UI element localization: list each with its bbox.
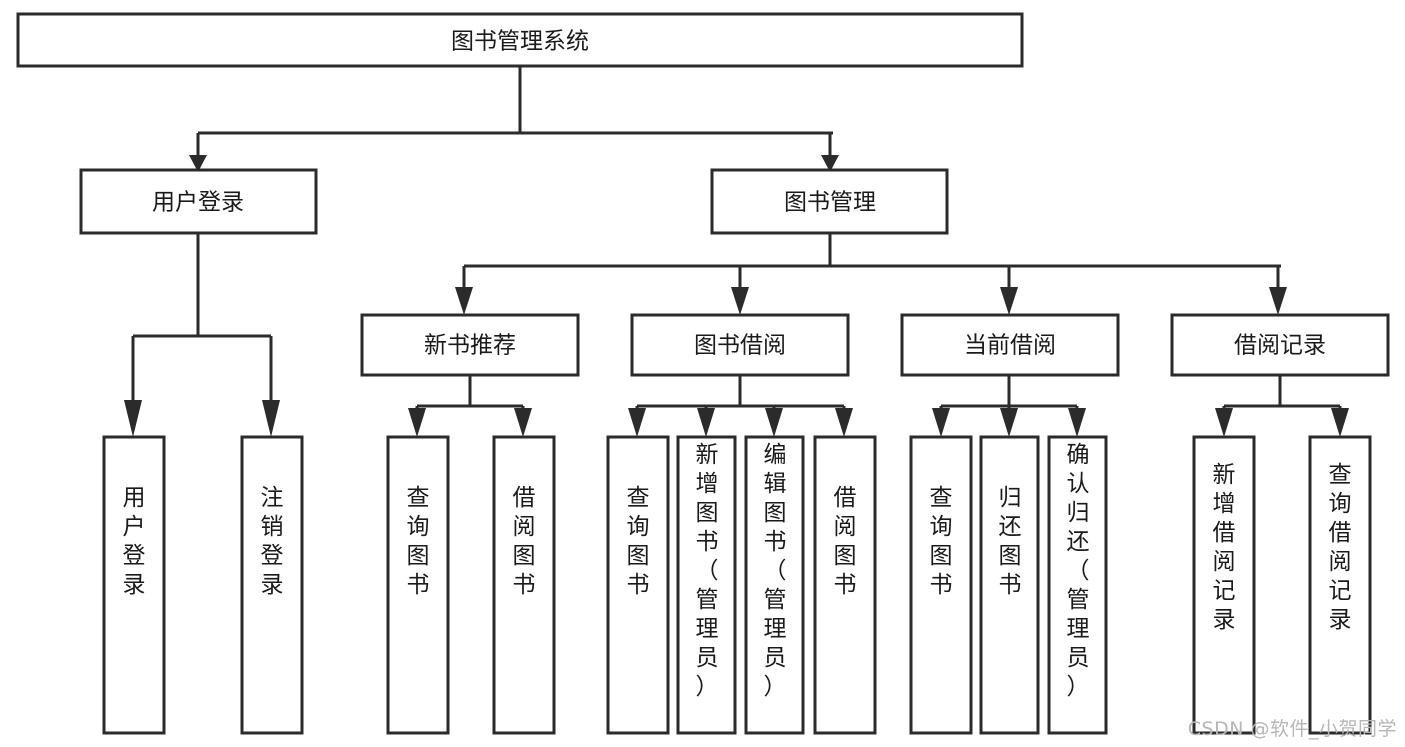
node-leaf-return-book-label: 归还图书 xyxy=(999,485,1022,598)
arrow-head-user-login xyxy=(189,155,207,172)
node-book-borrow-box[interactable] xyxy=(630,313,850,377)
node-leaf-borrow-book-2[interactable]: 借阅图书 xyxy=(813,435,877,735)
node-leaf-user-login[interactable]: 用户登录 xyxy=(102,435,166,735)
node-leaf-return-book[interactable]: 归还图书 xyxy=(979,435,1040,735)
node-leaf-add-record-label: 新增借阅记录 xyxy=(1213,462,1236,633)
arrow-head-leaf-borrow-book-2 xyxy=(835,408,853,437)
arrow-head-leaf-query-book-2 xyxy=(628,408,646,437)
arrow-head-leaf-add-record xyxy=(1215,408,1233,437)
node-leaf-borrow-book-1[interactable]: 借阅图书 xyxy=(492,435,556,735)
node-leaf-query-book-1[interactable]: 查询图书 xyxy=(386,435,450,735)
node-leaf-edit-book[interactable]: 编辑图书（管理员） xyxy=(744,435,805,735)
node-leaf-query-book-2[interactable]: 查询图书 xyxy=(606,435,670,735)
node-leaf-user-login-label: 用户登录 xyxy=(123,485,146,598)
node-root-label: 图书管理系统 xyxy=(451,29,589,55)
node-leaf-confirm-return-box[interactable] xyxy=(1047,435,1108,735)
node-leaf-user-login-box[interactable] xyxy=(102,435,166,735)
node-book-borrow-label: 图书借阅 xyxy=(694,333,786,359)
node-leaf-user-logout-label: 注销登录 xyxy=(261,485,284,598)
node-leaf-borrow-book-1-box[interactable] xyxy=(492,435,556,735)
node-book-manage[interactable]: 图书管理 xyxy=(710,168,949,235)
node-leaf-add-book-label: 新增图书（管理员） xyxy=(696,442,719,700)
node-leaf-user-logout-box[interactable] xyxy=(240,435,304,735)
node-root[interactable]: 图书管理系统 xyxy=(16,12,1024,68)
node-current-borrow-box[interactable] xyxy=(900,313,1120,377)
node-current-borrow[interactable]: 当前借阅 xyxy=(900,313,1120,377)
node-leaf-edit-book-box[interactable] xyxy=(744,435,805,735)
arrow-head-leaf-add-book xyxy=(697,408,715,437)
node-leaf-query-book-1-box[interactable] xyxy=(386,435,450,735)
node-leaf-confirm-return[interactable]: 确认归还（管理员） xyxy=(1047,435,1108,735)
node-borrow-record[interactable]: 借阅记录 xyxy=(1170,313,1390,377)
arrow-head-leaf-query-record xyxy=(1331,408,1349,437)
connectors-layer xyxy=(124,66,1349,437)
node-leaf-query-book-3-box[interactable] xyxy=(909,435,973,735)
node-leaf-user-logout[interactable]: 注销登录 xyxy=(240,435,304,735)
arrow-head-leaf-user-logout xyxy=(262,400,280,437)
node-new-book-recommend[interactable]: 新书推荐 xyxy=(360,313,580,377)
node-leaf-query-record[interactable]: 查询借阅记录 xyxy=(1308,435,1372,735)
node-book-manage-box[interactable] xyxy=(710,168,949,235)
node-leaf-query-record-label: 查询借阅记录 xyxy=(1329,462,1352,633)
node-current-borrow-label: 当前借阅 xyxy=(964,333,1056,359)
node-leaf-query-book-2-box[interactable] xyxy=(606,435,670,735)
node-leaf-add-record-box[interactable] xyxy=(1192,435,1256,735)
node-new-book-recommend-label: 新书推荐 xyxy=(424,333,516,359)
node-user-login[interactable]: 用户登录 xyxy=(79,168,318,235)
arrow-head-book-manage xyxy=(821,155,839,172)
arrow-head-leaf-confirm-return xyxy=(1068,408,1086,437)
node-leaf-query-book-2-label: 查询图书 xyxy=(627,485,650,598)
node-user-login-label: 用户登录 xyxy=(152,190,244,216)
node-leaf-query-book-3[interactable]: 查询图书 xyxy=(909,435,973,735)
node-leaf-query-book-1-label: 查询图书 xyxy=(407,485,430,598)
node-user-login-box[interactable] xyxy=(79,168,318,235)
node-book-manage-label: 图书管理 xyxy=(784,190,876,216)
node-root-box[interactable] xyxy=(16,12,1024,68)
node-borrow-record-box[interactable] xyxy=(1170,313,1390,377)
node-leaf-borrow-book-2-label: 借阅图书 xyxy=(834,485,857,598)
node-new-book-recommend-box[interactable] xyxy=(360,313,580,377)
node-leaf-return-book-box[interactable] xyxy=(979,435,1040,735)
arrow-head-leaf-return-book xyxy=(1000,408,1018,437)
arrow-head-leaf-user-login xyxy=(124,400,142,437)
node-leaf-edit-book-label: 编辑图书（管理员） xyxy=(764,442,787,700)
node-leaf-add-record[interactable]: 新增借阅记录 xyxy=(1192,435,1256,735)
arrow-head-leaf-query-book-1 xyxy=(408,408,426,437)
arrow-head-leaf-edit-book xyxy=(765,408,783,437)
node-borrow-record-label: 借阅记录 xyxy=(1234,333,1326,359)
arrow-head-new-book-recommend xyxy=(455,287,473,315)
arrow-head-leaf-borrow-book-1 xyxy=(514,408,532,437)
node-leaf-borrow-book-2-box[interactable] xyxy=(813,435,877,735)
node-book-borrow[interactable]: 图书借阅 xyxy=(630,313,850,377)
node-leaf-add-book[interactable]: 新增图书（管理员） xyxy=(676,435,737,735)
csdn-watermark: CSDN @软件_小贺同学 xyxy=(1187,718,1397,740)
node-leaf-borrow-book-1-label: 借阅图书 xyxy=(513,485,536,598)
node-leaf-query-record-box[interactable] xyxy=(1308,435,1372,735)
arrow-head-leaf-query-book-3 xyxy=(932,408,950,437)
arrow-head-borrow-record xyxy=(1269,287,1287,315)
arrow-head-current-borrow xyxy=(1000,287,1018,315)
node-leaf-add-book-box[interactable] xyxy=(676,435,737,735)
arrow-head-book-borrow xyxy=(731,287,749,315)
node-leaf-confirm-return-label: 确认归还（管理员） xyxy=(1067,442,1090,700)
node-leaf-query-book-3-label: 查询图书 xyxy=(930,485,953,598)
